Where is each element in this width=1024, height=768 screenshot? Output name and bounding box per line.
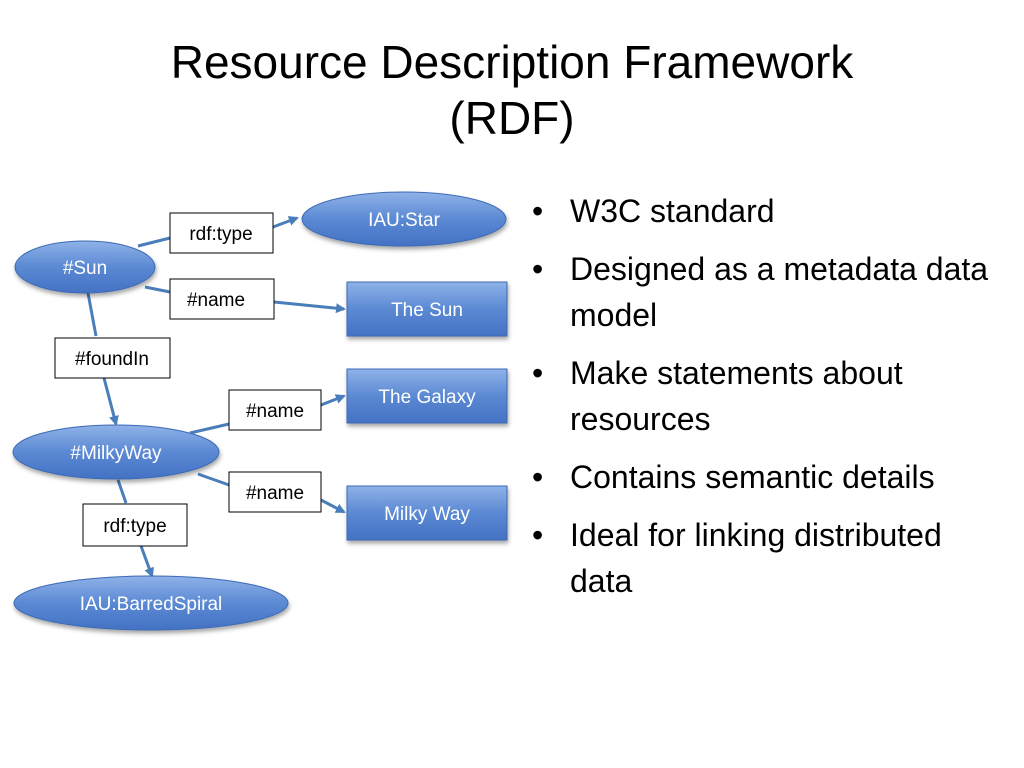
node-sun: #Sun: [14, 240, 156, 294]
bullet-item: • W3C standard: [528, 188, 998, 234]
edge-label-milkyway-name-literal: #name: [228, 471, 322, 513]
bullet-dot-icon: •: [532, 193, 544, 229]
node-sun-label: #Sun: [63, 258, 107, 279]
node-the-galaxy: The Galaxy: [346, 368, 508, 424]
edge-label-milkyway-type-text: rdf:type: [103, 516, 166, 537]
bullet-item: • Make statements about resources: [528, 350, 998, 442]
edge-milkyway-to-milky-way: [197, 472, 344, 512]
edge-label-sun-name: #name: [169, 278, 275, 320]
edge-label-milkyway-type: rdf:type: [82, 503, 188, 547]
node-milky-way-literal: Milky Way: [346, 485, 508, 541]
node-milkyway: #MilkyWay: [12, 424, 220, 480]
node-milkyway-label: #MilkyWay: [70, 443, 162, 464]
edge-label-milkyway-name-galaxy-text: #name: [246, 401, 304, 422]
edge-label-sun-found-in: #foundIn: [54, 337, 171, 379]
edge-sun-to-iau-star: [137, 218, 297, 248]
edge-sun-to-the-sun: [144, 285, 344, 309]
bullet-list: • W3C standard • Designed as a metadata …: [528, 188, 998, 616]
node-iau-star-label: IAU:Star: [368, 210, 440, 231]
edge-label-sun-type: rdf:type: [169, 212, 274, 254]
edge-label-sun-type-text: rdf:type: [189, 224, 252, 245]
bullet-dot-icon: •: [532, 251, 544, 287]
edge-label-milkyway-name-literal-text: #name: [246, 483, 304, 504]
node-iau-star: IAU:Star: [301, 191, 507, 247]
bullet-dot-icon: •: [532, 517, 544, 553]
bullet-text: Contains semantic details: [570, 459, 935, 495]
edge-label-milkyway-name-galaxy: #name: [228, 389, 322, 431]
slide-title: Resource Description Framework (RDF): [60, 34, 964, 146]
slide-title-line-1: Resource Description Framework: [170, 36, 854, 88]
node-iau-barred-spiral-label: IAU:BarredSpiral: [80, 594, 223, 615]
bullet-item: • Designed as a metadata data model: [528, 246, 998, 338]
bullet-item: • Contains semantic details: [528, 454, 998, 500]
edge-label-sun-name-text: #name: [187, 290, 245, 311]
bullet-dot-icon: •: [532, 355, 544, 391]
edge-sun-to-milkyway: [86, 292, 116, 424]
edge-milkyway-to-the-galaxy: [189, 396, 344, 435]
bullet-text: Ideal for linking distributed data: [570, 517, 942, 599]
bullet-text: Designed as a metadata data model: [570, 251, 989, 333]
edge-label-sun-found-in-text: #foundIn: [75, 349, 149, 370]
bullet-text: W3C standard: [570, 193, 775, 229]
node-iau-barred-spiral: IAU:BarredSpiral: [13, 575, 289, 631]
node-the-sun: The Sun: [346, 281, 508, 337]
bullet-text: Make statements about resources: [570, 355, 903, 437]
edge-milkyway-to-barred-spiral: [116, 479, 152, 576]
node-the-sun-label: The Sun: [391, 300, 463, 321]
node-milky-way-literal-label: Milky Way: [384, 504, 470, 525]
bullet-dot-icon: •: [532, 459, 544, 495]
edges: [86, 218, 344, 576]
slide-title-line-2: (RDF): [449, 92, 575, 144]
bullet-item: • Ideal for linking distributed data: [528, 512, 998, 604]
node-the-galaxy-label: The Galaxy: [378, 387, 476, 408]
